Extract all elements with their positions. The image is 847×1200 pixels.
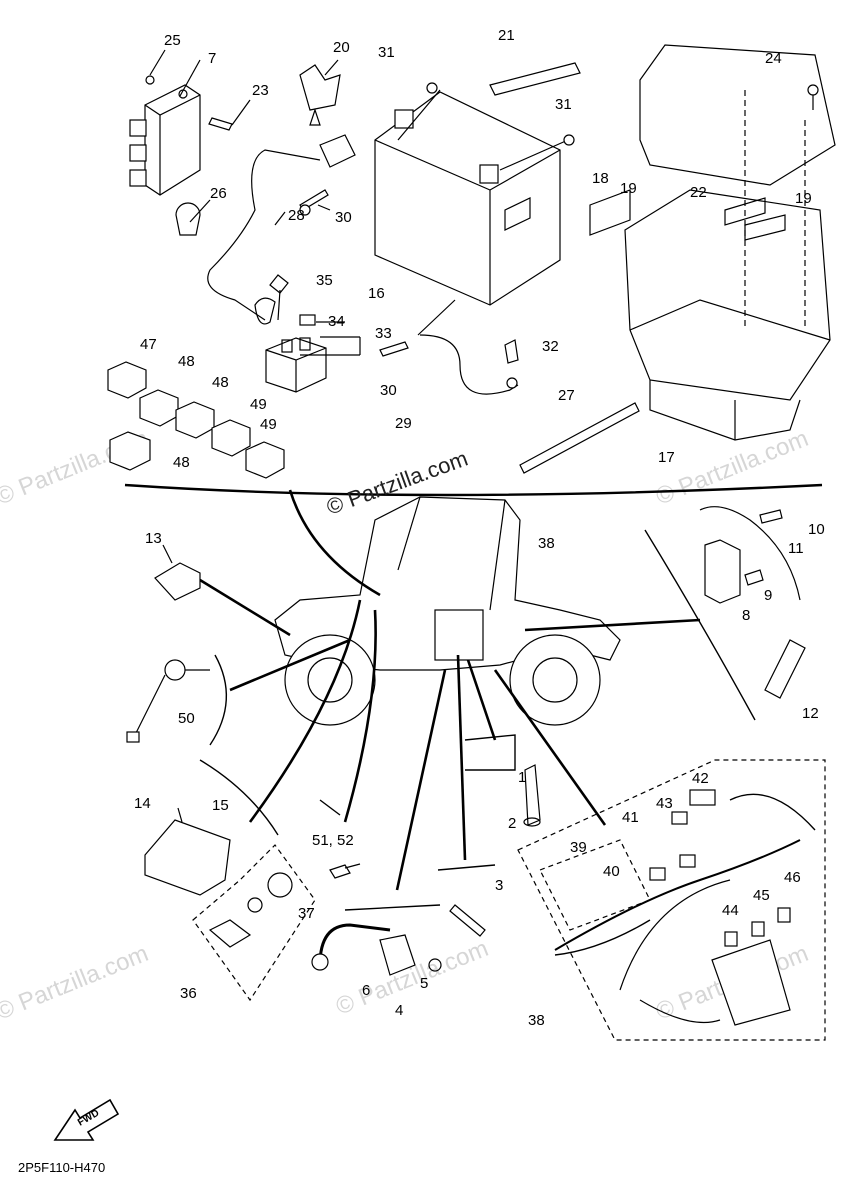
leader-lines	[199, 489, 701, 891]
callout-25: 25	[164, 32, 181, 49]
callout-41: 41	[622, 809, 639, 826]
callout-33: 33	[375, 325, 392, 342]
watermark-center: © Partzilla.com	[332, 935, 492, 1021]
forward-arrow-icon: FWD	[53, 1098, 120, 1141]
callout-44: 44	[722, 902, 739, 919]
callout-1: 1	[518, 769, 526, 786]
callout-45: 45	[753, 887, 770, 904]
watermark-left-2: © Partzilla.com	[0, 940, 152, 1026]
callout-27: 27	[558, 387, 575, 404]
callout-29: 29	[395, 415, 412, 432]
watermark-right-1: © Partzilla.com	[652, 425, 812, 511]
callout-36: 36	[180, 985, 197, 1002]
callout-42: 42	[692, 770, 709, 787]
callout-20: 20	[333, 39, 350, 56]
callout-31-right: 31	[555, 96, 572, 113]
callout-24: 24	[765, 50, 782, 67]
ecu-unit	[129, 84, 201, 196]
callout-28: 28	[288, 207, 305, 224]
callout-34: 34	[328, 313, 345, 330]
callout-7: 7	[208, 50, 216, 67]
callout-32: 32	[542, 338, 559, 355]
callout-49-b: 49	[260, 416, 277, 433]
callout-30-bottom: 30	[380, 382, 397, 399]
callout-23: 23	[252, 82, 269, 99]
callout-38-top: 38	[538, 535, 555, 552]
callout-17: 17	[658, 449, 675, 466]
callout-10: 10	[808, 521, 825, 538]
callout-48-c: 48	[173, 454, 190, 471]
callout-31-left: 31	[378, 44, 395, 61]
callout-30-top: 30	[335, 209, 352, 226]
callout-18: 18	[592, 170, 609, 187]
vehicle-outline	[274, 496, 621, 726]
callout-2: 2	[508, 815, 516, 832]
callout-5: 5	[420, 975, 428, 992]
drawing-code: 2P5F110-H470	[18, 1160, 105, 1175]
callout-35: 35	[316, 272, 333, 289]
callout-26: 26	[210, 185, 227, 202]
starter-relay	[265, 337, 327, 393]
callout-3: 3	[495, 877, 503, 894]
callout-19-left: 19	[620, 180, 637, 197]
callout-51-52: 51, 52	[312, 832, 354, 849]
callout-12: 12	[802, 705, 819, 722]
callout-21: 21	[498, 27, 515, 44]
callout-48-a: 48	[178, 353, 195, 370]
callout-19-right: 19	[795, 190, 812, 207]
callout-15: 15	[212, 797, 229, 814]
callout-37: 37	[298, 905, 315, 922]
callout-43: 43	[656, 795, 673, 812]
callout-40: 40	[603, 863, 620, 880]
callout-46: 46	[784, 869, 801, 886]
callout-4: 4	[395, 1002, 403, 1019]
callout-39: 39	[570, 839, 587, 856]
callout-13: 13	[145, 530, 162, 547]
callout-49-a: 49	[250, 396, 267, 413]
callout-22: 22	[690, 184, 707, 201]
callout-labels: 1 2 3 4 5 6 7 8 9 10 11 12 13 14 15 16 1…	[134, 27, 825, 1029]
callout-14: 14	[134, 795, 151, 812]
callout-50: 50	[178, 710, 195, 727]
callout-8: 8	[742, 607, 750, 624]
callout-38-bottom: 38	[528, 1012, 545, 1029]
callout-48-b: 48	[212, 374, 229, 391]
callout-11: 11	[788, 540, 804, 557]
relay-boxes	[107, 361, 285, 479]
battery-box	[624, 189, 831, 441]
callout-47: 47	[140, 336, 157, 353]
callout-6: 6	[362, 982, 370, 999]
callout-16: 16	[368, 285, 385, 302]
battery	[374, 91, 561, 306]
callout-9: 9	[764, 587, 772, 604]
